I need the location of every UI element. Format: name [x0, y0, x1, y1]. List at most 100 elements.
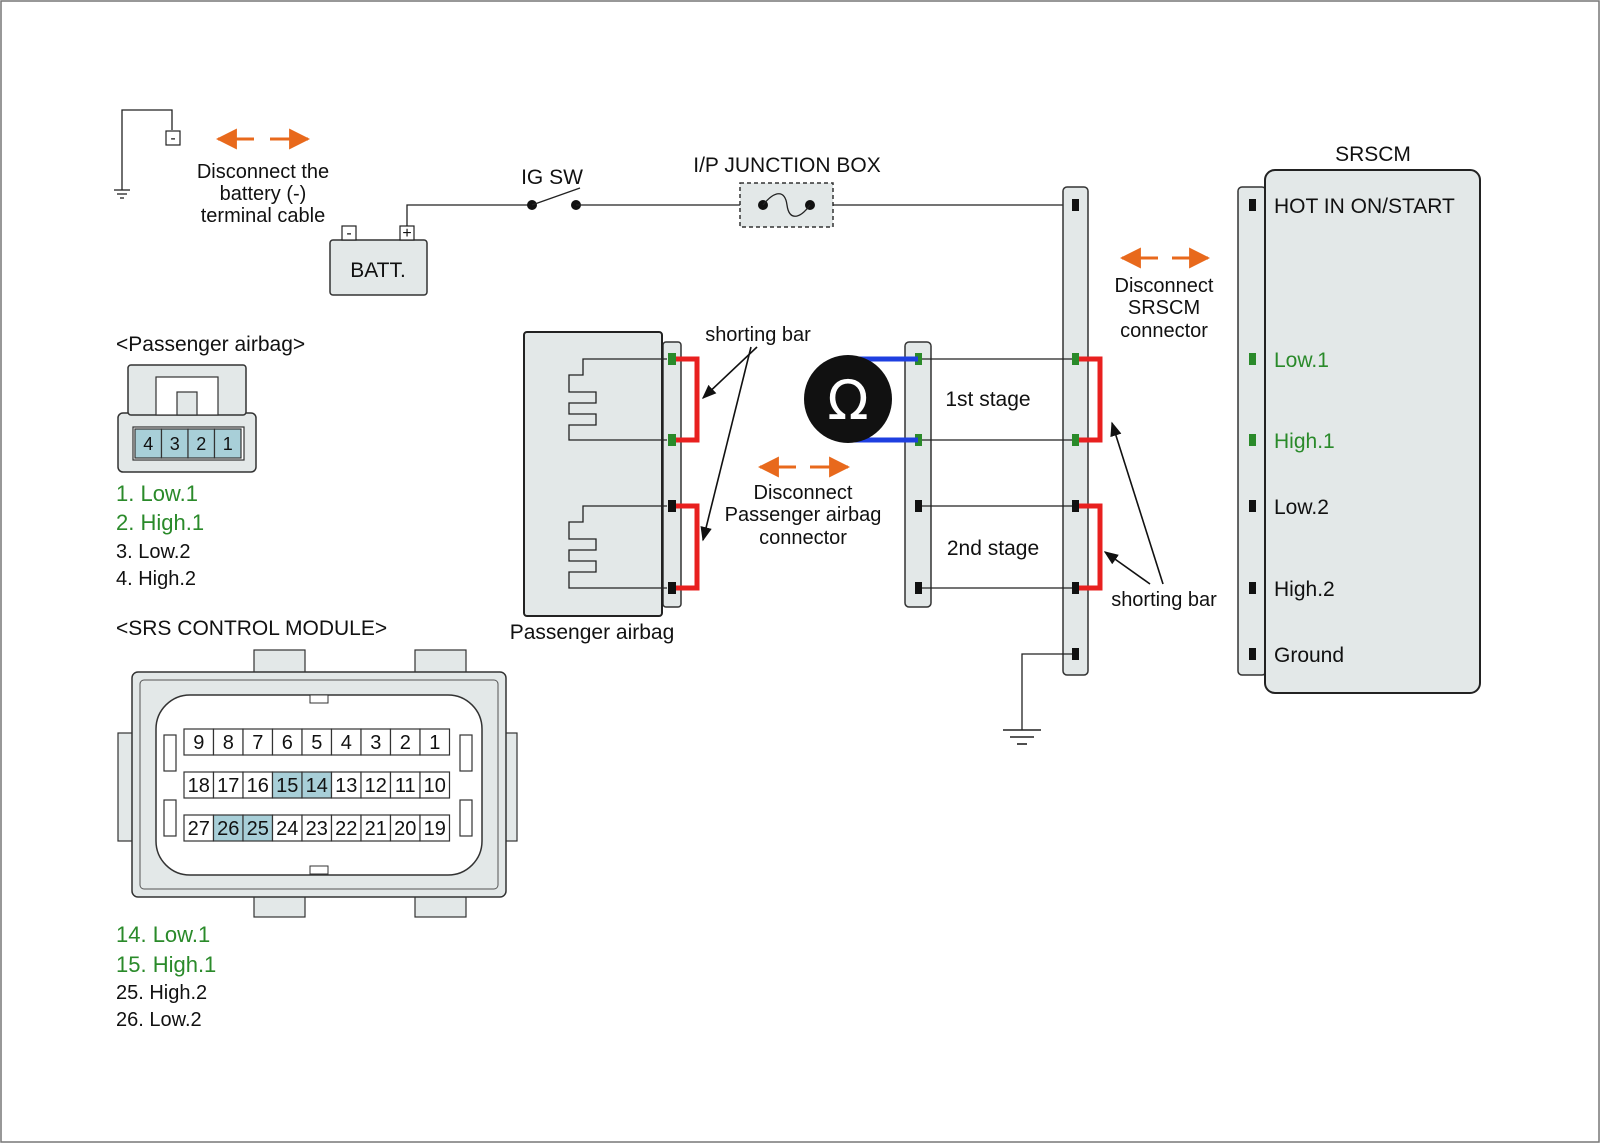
module-pin-cell [183, 771, 215, 799]
srscm-shorting-bar-pointer-2 [1103, 551, 1151, 585]
battery: - + BATT. [329, 225, 428, 296]
srscm-pin-ground: Ground [1274, 644, 1344, 667]
module-pin-number: 18 [188, 775, 210, 797]
meter-probe-connector [904, 341, 932, 608]
srscm-connector-strip [1237, 186, 1267, 676]
module-pin-cell [242, 728, 274, 756]
module-pin-number: 16 [247, 775, 269, 797]
module-pin-cell [389, 814, 421, 842]
srscm-pin-high1: High.1 [1274, 430, 1335, 453]
srscm-module [1264, 169, 1481, 694]
srscm-note-line-2: SRSCM [1128, 297, 1200, 319]
module-pin-number: 9 [193, 732, 204, 754]
airbag-pin-cell [213, 428, 242, 459]
battery-note-line-1: Disconnect the [197, 161, 329, 183]
ohm-symbol: Ω [827, 369, 868, 432]
stage2-label: 2nd stage [947, 537, 1039, 560]
battery-ground-symbol: - [114, 109, 181, 199]
module-pin-cell [419, 814, 451, 842]
airbag-legend-1: 1. Low.1 [116, 481, 198, 506]
junction-box-label: I/P JUNCTION BOX [693, 154, 880, 177]
airbag-note-line-1: Disconnect [754, 482, 853, 504]
module-pin-number: 3 [370, 732, 381, 754]
stage1-label: 1st stage [945, 388, 1030, 411]
airbag-legend-4: 4. High.2 [116, 568, 196, 590]
module-pin-number: 26 [217, 818, 239, 840]
airbag-legend-2: 2. High.1 [116, 510, 204, 535]
airbag-shorting-bar-2 [676, 503, 700, 591]
ig-switch: IG SW [521, 166, 583, 210]
srscm-pin-high2: High.2 [1274, 578, 1335, 601]
module-pin-cell [271, 728, 303, 756]
module-pin-number: 15 [276, 775, 298, 797]
module-pin-cell [389, 771, 421, 799]
airbag-shorting-bar-pointer-1 [701, 346, 758, 399]
airbag-shorting-bar-pointer-2 [700, 346, 752, 542]
module-pin-number: 24 [276, 818, 298, 840]
module-pin-number: 10 [424, 775, 446, 797]
cable-neg-symbol: - [170, 130, 175, 147]
module-pin-cell [271, 771, 303, 799]
srscm-shorting-bar-2 [1079, 503, 1103, 591]
module-pin-number: 22 [335, 818, 357, 840]
probe-pins [915, 353, 922, 594]
module-pin-cell [183, 728, 215, 756]
module-pin-number: 13 [335, 775, 357, 797]
airbag-pin-number: 4 [143, 434, 153, 454]
chassis-ground-icon [1003, 653, 1072, 745]
battery-note-line-3: terminal cable [201, 205, 326, 227]
module-pin-number: 1 [429, 732, 440, 754]
module-pin-number: 2 [400, 732, 411, 754]
srscm-pin-low2: Low.2 [1274, 496, 1329, 519]
fuse-icon [762, 193, 811, 217]
module-pin-number: 11 [395, 775, 416, 797]
wire-batt-to-ig [406, 204, 532, 226]
airbag-legend-3: 3. Low.2 [116, 541, 191, 563]
module-pin-number: 21 [365, 818, 387, 840]
srscm-shorting-bar-pointer-1 [1110, 421, 1164, 585]
module-legend-2: 15. High.1 [116, 952, 216, 977]
module-pin-cell [330, 728, 362, 756]
module-pin-number: 27 [188, 818, 210, 840]
module-pin-number: 25 [247, 818, 269, 840]
module-pin-cell [242, 814, 274, 842]
module-pin-number: 17 [217, 775, 239, 797]
battery-label: BATT. [350, 259, 406, 282]
airbag-pin-number: 1 [223, 434, 233, 454]
module-pin-cell [419, 728, 451, 756]
module-pin-cell [419, 771, 451, 799]
module-pin-number: 6 [282, 732, 293, 754]
module-pin-cell [271, 814, 303, 842]
airbag-pin-number: 2 [196, 434, 206, 454]
module-pin-number: 20 [394, 818, 416, 840]
srscm-pin-hot: HOT IN ON/START [1274, 195, 1455, 218]
module-legend-3: 25. High.2 [116, 982, 207, 1004]
module-pin-number: 7 [252, 732, 263, 754]
module-pin-number: 23 [306, 818, 328, 840]
ig-switch-label: IG SW [521, 166, 583, 189]
junction-box: I/P JUNCTION BOX [693, 154, 881, 228]
battery-note-line-2: battery (-) [220, 183, 307, 205]
battery-pos-terminal: + [402, 225, 411, 242]
module-pin-cell [212, 814, 244, 842]
module-pin-number: 8 [223, 732, 234, 754]
module-connector-title: <SRS CONTROL MODULE> [116, 617, 387, 640]
passenger-airbag-label: Passenger airbag [510, 621, 675, 644]
srscm-note-line-1: Disconnect [1115, 275, 1214, 297]
harness-pins [1072, 199, 1079, 660]
srscm-shorting-bar-1 [1079, 356, 1103, 443]
srscm-title: SRSCM [1335, 143, 1411, 166]
ohmmeter-icon: Ω [804, 355, 892, 443]
srscm-shorting-bar-label: shorting bar [1111, 589, 1217, 611]
module-pin-number: 12 [365, 775, 387, 797]
airbag-shorting-bar-1 [676, 356, 700, 443]
passenger-airbag-unit [523, 331, 682, 617]
srscm-note-line-3: connector [1120, 320, 1208, 342]
module-pin-number: 19 [424, 818, 446, 840]
module-pin-cell [330, 771, 362, 799]
module-legend-4: 26. Low.2 [116, 1009, 202, 1031]
airbag-shorting-bar-label: shorting bar [705, 324, 811, 346]
